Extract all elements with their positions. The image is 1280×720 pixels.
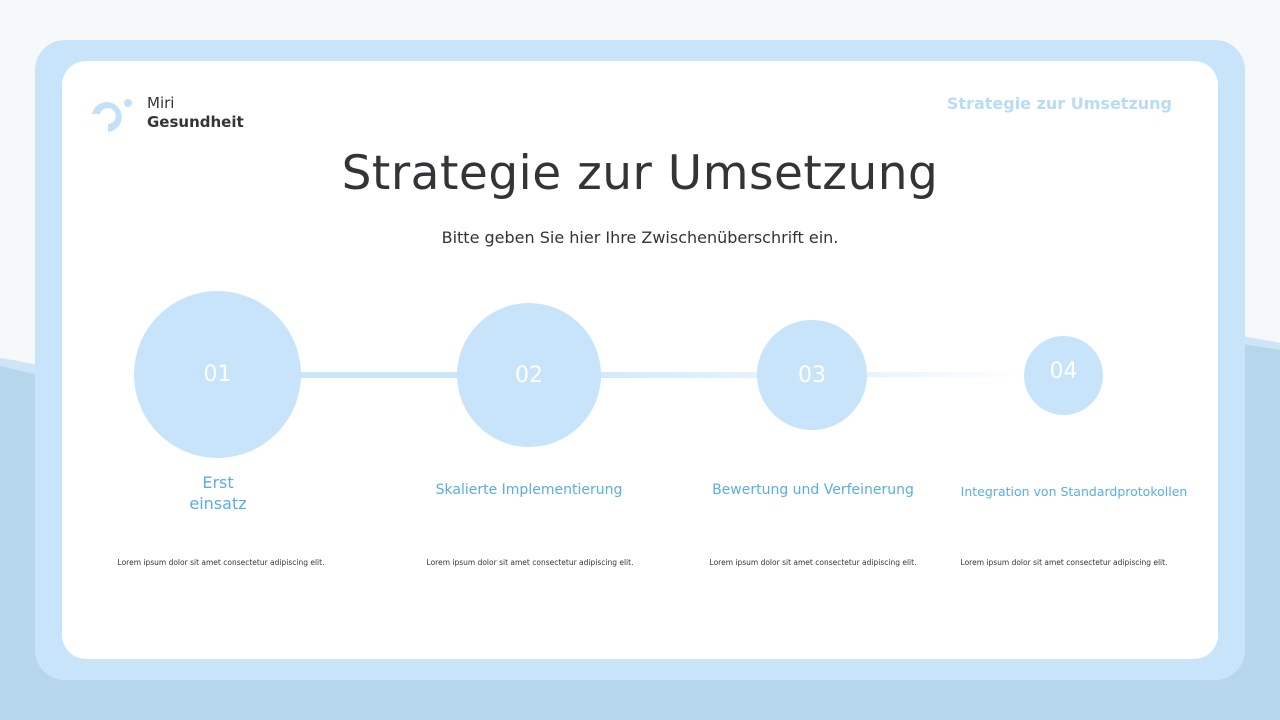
step-label-2: Skalierte Implementierung [435, 482, 623, 498]
step-label-1-line-2: einsatz [189, 494, 247, 513]
page-title: Strategie zur Umsetzung [341, 146, 939, 201]
brand-name: Miri Gesundheit [147, 94, 244, 132]
page-subtitle: Bitte geben Sie hier Ihre Zwischenübersc… [441, 228, 839, 247]
connector-line-3 [864, 372, 1028, 377]
step-circle-2: 02 [457, 303, 601, 447]
step-desc-2: Lorem ipsum dolor sit amet consectetur a… [426, 558, 634, 567]
step-circle-4: 04 [1024, 336, 1103, 415]
step-desc-1: Lorem ipsum dolor sit amet consectetur a… [117, 558, 325, 567]
step-number-2: 02 [515, 362, 543, 388]
step-desc-4: Lorem ipsum dolor sit amet consectetur a… [960, 558, 1168, 567]
logo-icon [92, 99, 132, 132]
connector-line-2 [598, 372, 760, 378]
step-number-3: 03 [798, 362, 826, 388]
step-circle-3: 03 [757, 320, 867, 430]
brand-line-1: Miri [147, 94, 175, 112]
brand-line-2: Gesundheit [147, 113, 244, 131]
connector-line-1 [296, 372, 462, 378]
step-desc-3: Lorem ipsum dolor sit amet consectetur a… [709, 558, 917, 567]
step-number-1: 01 [203, 362, 232, 387]
section-title: Strategie zur Umsetzung [946, 94, 1172, 113]
step-number-4: 04 [1049, 359, 1078, 384]
step-label-1: Erst einsatz [138, 472, 298, 514]
step-label-4: Integration von Standardprotokollen [960, 484, 1188, 499]
step-circle-1: 01 [134, 291, 301, 458]
step-label-1-line-1: Erst [202, 473, 234, 492]
step-label-3: Bewertung und Verfeinerung [712, 482, 914, 498]
